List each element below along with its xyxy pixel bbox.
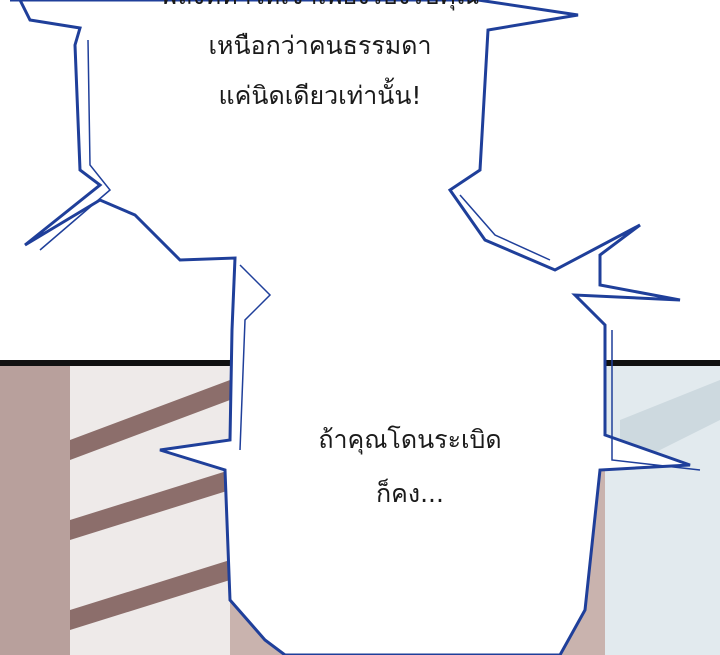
- dialogue-line: ถ้าคุณโดนระเบิด: [318, 425, 502, 454]
- speech-bubble: [10, 0, 701, 655]
- dialogue-line: เหนือกว่าคนธรรมดา: [208, 31, 432, 60]
- dialogue-line: พลังที่ทำให้เจ้าเพียงรองรับคุณ: [100, 0, 540, 16]
- dialogue-line: ก็คง...: [376, 479, 444, 508]
- dialogue-line: แค่นิดเดียวเท่านั้น!: [218, 81, 422, 110]
